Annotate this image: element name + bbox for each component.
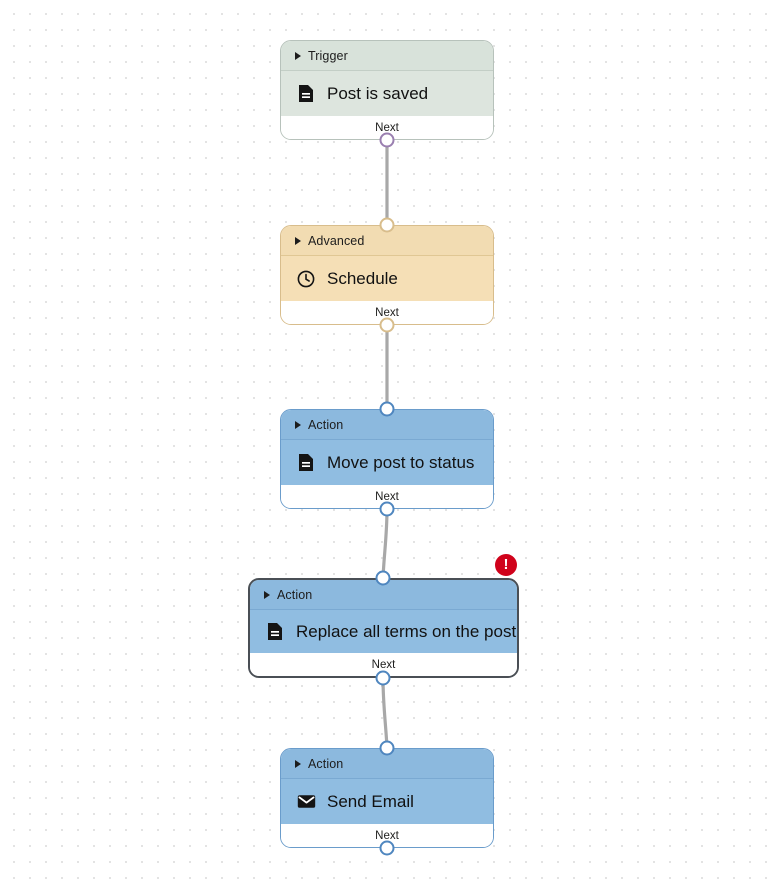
node-body[interactable]: Schedule xyxy=(281,256,493,301)
node-title: Schedule xyxy=(327,268,398,288)
port-out-action-send-email[interactable] xyxy=(379,840,395,856)
node-footer-next[interactable]: Next xyxy=(281,485,493,508)
node-advanced-schedule[interactable]: Advanced Schedule Next xyxy=(280,225,494,325)
node-action-replace-all-terms-on-the-post[interactable]: Action Replace all terms on the post Nex… xyxy=(248,578,519,678)
chevron-right-icon[interactable] xyxy=(295,420,301,429)
node-body[interactable]: Send Email xyxy=(281,779,493,824)
node-header[interactable]: Action xyxy=(281,749,493,779)
chevron-right-icon[interactable] xyxy=(295,51,301,60)
node-trigger-post-is-saved[interactable]: Trigger Post is saved Next xyxy=(280,40,494,140)
chevron-right-icon[interactable] xyxy=(264,590,270,599)
edge-action-1-to-action-2 xyxy=(381,507,389,580)
node-kind-label: Action xyxy=(308,417,344,432)
node-kind-label: Trigger xyxy=(308,48,348,63)
node-title: Replace all terms on the post xyxy=(296,621,517,641)
error-badge[interactable]: ! xyxy=(495,554,517,576)
port-out-advanced[interactable] xyxy=(379,317,395,333)
chevron-right-icon[interactable] xyxy=(295,759,301,768)
port-out-action-replace-terms[interactable] xyxy=(375,670,391,686)
document-icon xyxy=(295,82,317,106)
node-footer-next[interactable]: Next xyxy=(250,653,517,676)
port-in-action-move-post[interactable] xyxy=(379,401,395,417)
error-badge-symbol: ! xyxy=(503,556,509,573)
port-out-trigger[interactable] xyxy=(379,132,395,148)
node-title: Send Email xyxy=(327,791,414,811)
node-body[interactable]: Post is saved xyxy=(281,71,493,116)
node-kind-label: Advanced xyxy=(308,233,365,248)
node-body[interactable]: Move post to status xyxy=(281,440,493,485)
node-title: Post is saved xyxy=(327,83,429,103)
clock-icon xyxy=(295,267,317,291)
document-icon xyxy=(264,620,286,644)
document-icon xyxy=(295,451,317,475)
node-kind-label: Action xyxy=(277,587,313,602)
node-header[interactable]: Trigger xyxy=(281,41,493,71)
envelope-icon xyxy=(295,790,317,814)
port-in-action-replace-terms[interactable] xyxy=(375,570,391,586)
edge-action-2-to-action-3 xyxy=(381,676,389,750)
port-in-advanced[interactable] xyxy=(379,217,395,233)
node-kind-label: Action xyxy=(308,756,344,771)
node-footer-next[interactable]: Next xyxy=(281,301,493,324)
node-footer-next[interactable]: Next xyxy=(281,824,493,847)
node-footer-next[interactable]: Next xyxy=(281,116,493,139)
node-body[interactable]: Replace all terms on the post xyxy=(250,610,517,653)
node-header[interactable]: Action xyxy=(281,410,493,440)
node-action-move-post-to-status[interactable]: Action Move post to status Next xyxy=(280,409,494,509)
node-action-send-email[interactable]: Action Send Email Next xyxy=(280,748,494,848)
port-in-action-send-email[interactable] xyxy=(379,740,395,756)
chevron-right-icon[interactable] xyxy=(295,236,301,245)
node-title: Move post to status xyxy=(327,452,475,472)
port-out-action-move-post[interactable] xyxy=(379,501,395,517)
